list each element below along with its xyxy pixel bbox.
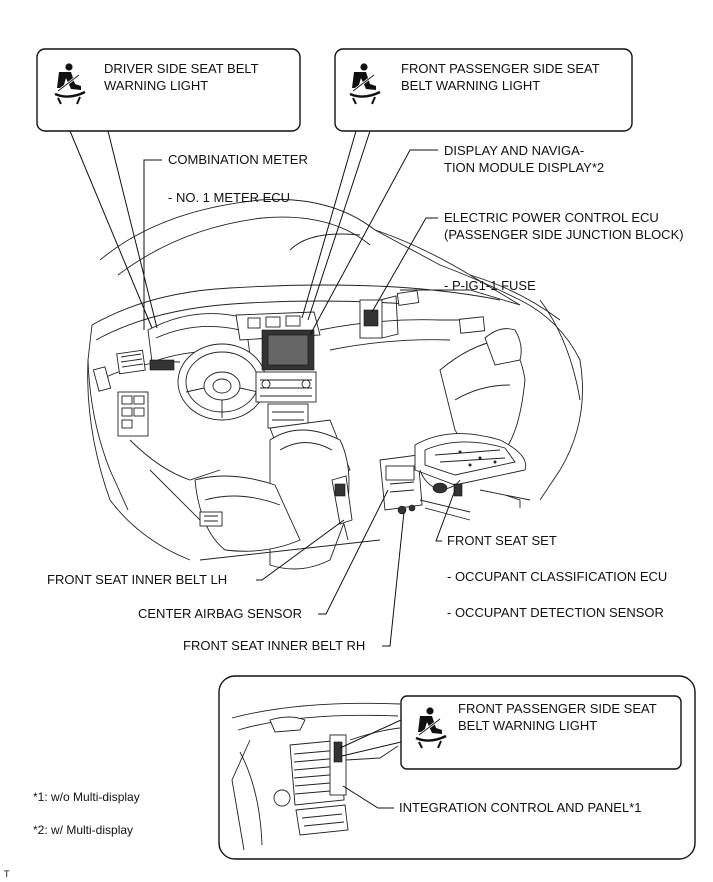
label-display-nav-1: DISPLAY AND NAVIGA- bbox=[444, 143, 584, 158]
label-center-airbag: CENTER AIRBAG SENSOR bbox=[138, 606, 302, 621]
label-integration-panel: INTEGRATION CONTROL AND PANEL*1 bbox=[399, 800, 641, 815]
label-display-nav-2: TION MODULE DISPLAY*2 bbox=[444, 160, 604, 175]
passenger-light-label-2: BELT WARNING LIGHT bbox=[401, 78, 540, 93]
label-occupant-detection: - OCCUPANT DETECTION SENSOR bbox=[447, 605, 664, 620]
label-inner-belt-rh: FRONT SEAT INNER BELT RH bbox=[183, 638, 365, 653]
label-meter-ecu: - NO. 1 METER ECU bbox=[168, 190, 290, 205]
note-2: *2: w/ Multi-display bbox=[33, 823, 133, 837]
corner-mark: T bbox=[4, 869, 10, 879]
label-occupant-classification: - OCCUPANT CLASSIFICATION ECU bbox=[447, 569, 667, 584]
note-1: *1: w/o Multi-display bbox=[33, 790, 140, 804]
labels: COMBINATION METER - NO. 1 METER ECU DISP… bbox=[47, 143, 684, 653]
driver-light-label-2: WARNING LIGHT bbox=[104, 78, 208, 93]
driver-light-callout: DRIVER SIDE SEAT BELT WARNING LIGHT bbox=[36, 48, 301, 329]
label-power-ecu-1: ELECTRIC POWER CONTROL ECU bbox=[444, 210, 659, 225]
passenger-light-callout: FRONT PASSENGER SIDE SEAT BELT WARNING L… bbox=[301, 48, 633, 321]
label-fuse: - P-IG1-1 FUSE bbox=[444, 278, 536, 293]
label-front-seat-set: FRONT SEAT SET bbox=[447, 533, 557, 548]
inset-passenger-light-label-1: FRONT PASSENGER SIDE SEAT bbox=[458, 701, 657, 716]
label-inner-belt-lh: FRONT SEAT INNER BELT LH bbox=[47, 572, 227, 587]
driver-light-label-1: DRIVER SIDE SEAT BELT bbox=[104, 61, 259, 76]
label-combination-meter: COMBINATION METER bbox=[168, 152, 308, 167]
label-power-ecu-2: (PASSENGER SIDE JUNCTION BLOCK) bbox=[444, 227, 684, 242]
interior-illustration bbox=[87, 198, 583, 570]
inset-panel: FRONT PASSENGER SIDE SEAT BELT WARNING L… bbox=[218, 675, 696, 860]
inset-passenger-light-label-2: BELT WARNING LIGHT bbox=[458, 718, 597, 733]
passenger-light-label-1: FRONT PASSENGER SIDE SEAT bbox=[401, 61, 600, 76]
